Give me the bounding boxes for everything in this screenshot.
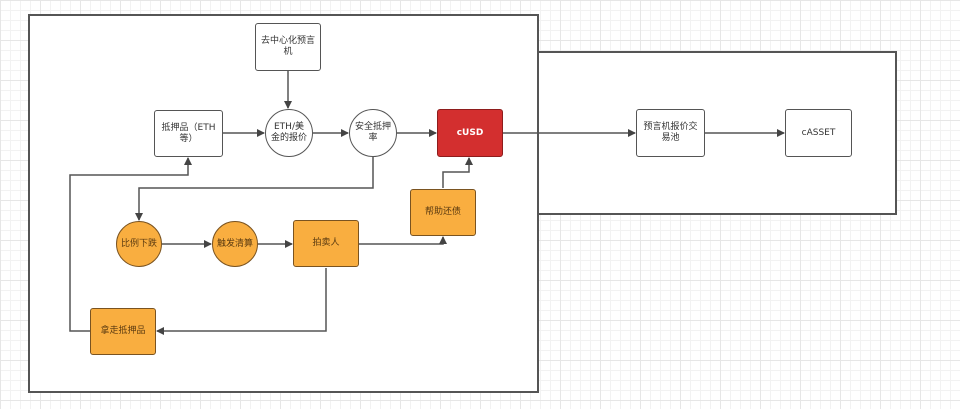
node-label: cASSET: [801, 127, 836, 138]
node-label: 抵押品（ETH等）: [161, 122, 216, 144]
node-label: ETH/美金的报价: [270, 122, 307, 143]
node-cusd[interactable]: cUSD: [437, 109, 503, 157]
node-eth-usd-price[interactable]: ETH/美金的报价: [265, 109, 313, 157]
node-label: 触发清算: [217, 238, 254, 249]
node-label: 去中心化预言机: [260, 36, 315, 57]
node-label: 拍卖人: [312, 238, 340, 248]
node-help-repay[interactable]: 帮助还债: [410, 189, 476, 236]
node-decentralized-oracle[interactable]: 去中心化预言机: [255, 23, 321, 71]
node-oracle-price-exchange-pool[interactable]: 预言机报价交易池: [636, 109, 705, 157]
node-collateral[interactable]: 抵押品（ETH等）: [154, 110, 223, 157]
node-casset[interactable]: cASSET: [785, 109, 852, 157]
edge-auctioneer-to-take-collateral: [156, 268, 327, 335]
edge-safe-ratio-to-ratio-drop: [135, 157, 374, 221]
node-trigger-liquidation[interactable]: 触发清算: [212, 221, 258, 267]
edge-help-repay-to-cusd: [442, 157, 473, 188]
edge-auctioneer-to-help-repay: [359, 236, 447, 245]
node-ratio-drop[interactable]: 比例下跌: [116, 221, 162, 267]
node-take-collateral[interactable]: 拿走抵押品: [90, 308, 156, 355]
node-label: cUSD: [456, 127, 484, 138]
node-auctioneer[interactable]: 拍卖人: [293, 220, 359, 267]
node-label: 比例下跌: [121, 238, 158, 249]
node-safe-collateral-ratio[interactable]: 安全抵押率: [349, 109, 397, 157]
edge-take-collateral-to-collateral: [69, 157, 192, 332]
node-label: 拿走抵押品: [100, 326, 146, 336]
node-label: 预言机报价交易池: [643, 122, 698, 143]
node-label: 帮助还债: [424, 207, 461, 217]
node-label: 安全抵押率: [354, 122, 391, 143]
